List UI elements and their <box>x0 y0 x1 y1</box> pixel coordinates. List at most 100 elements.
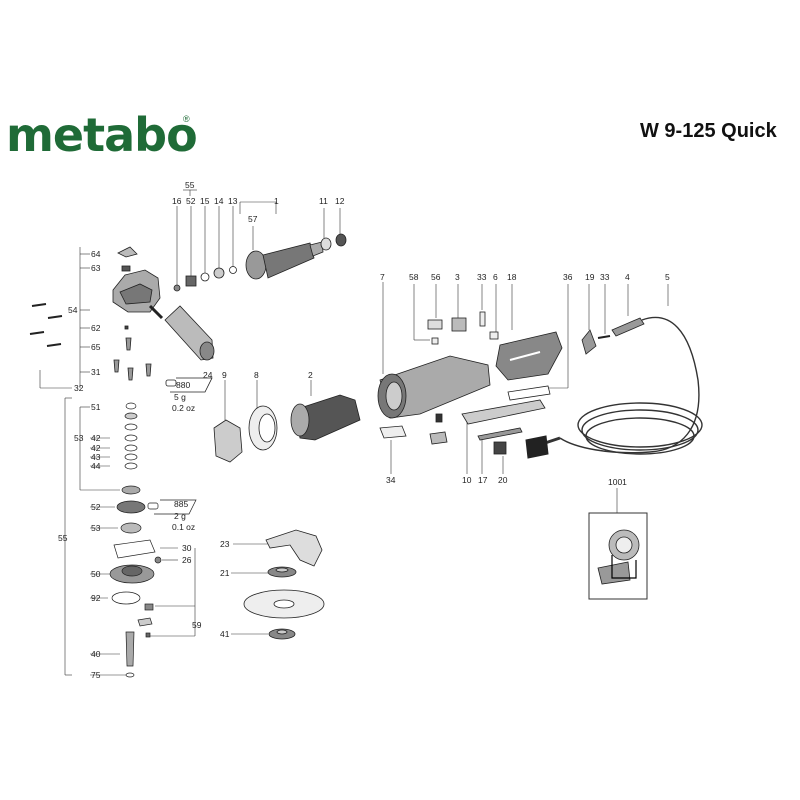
label-59: 59 <box>192 620 202 630</box>
handle-thread <box>148 304 164 320</box>
label-33a: 33 <box>477 272 487 282</box>
guard-assembly <box>243 529 325 640</box>
screw-4 <box>46 343 62 347</box>
label-20: 20 <box>498 475 508 485</box>
label-50: 50 <box>91 569 101 579</box>
label-41: 41 <box>220 629 230 639</box>
label-31: 31 <box>91 367 101 377</box>
model-title: W 9-125 Quick <box>640 120 777 142</box>
detail-wire <box>611 555 637 579</box>
part-33a <box>479 311 486 327</box>
label-24: 24 <box>203 370 213 380</box>
label-42a: 42 <box>91 433 101 443</box>
grinding-disc-hole <box>273 599 295 609</box>
registered-mark: ® <box>183 114 190 124</box>
part-31a <box>113 359 120 373</box>
label-75: 75 <box>91 670 101 680</box>
grease-tag-885 <box>154 499 197 515</box>
part-62 <box>124 325 129 330</box>
end-cap <box>495 331 563 381</box>
carbon-brush <box>435 413 443 423</box>
armature-commutator <box>309 241 324 257</box>
part-40-spindle <box>125 631 135 667</box>
label-34 <box>379 425 407 439</box>
grease-tube-885 <box>147 502 159 510</box>
part-26 <box>154 556 162 564</box>
label-30: 30 <box>182 543 192 553</box>
wheel-guard-23 <box>265 529 323 567</box>
label-885: 885 <box>174 499 188 509</box>
label-18: 18 <box>507 272 517 282</box>
label-36: 36 <box>563 272 573 282</box>
part-64 <box>117 246 138 258</box>
stack-washer-1 <box>124 412 138 420</box>
label-885-oz: 0.1 oz <box>172 522 195 532</box>
bearing-plate-9 <box>213 419 243 463</box>
label-17: 17 <box>478 475 488 485</box>
stator <box>293 394 361 441</box>
label-51: 51 <box>91 402 101 412</box>
fan-guide-inner <box>258 413 276 443</box>
power-cord <box>541 316 703 455</box>
label-10: 10 <box>462 475 472 485</box>
label-1: 1 <box>274 196 279 206</box>
brush-holder <box>429 431 448 445</box>
screw-1 <box>31 303 47 307</box>
label-65: 65 <box>91 342 101 352</box>
stack-washer-2 <box>124 423 138 431</box>
label-4: 4 <box>625 272 630 282</box>
label-42b: 42 <box>91 443 101 453</box>
part-92-oring <box>111 591 141 605</box>
power-plug <box>525 435 549 459</box>
part-59c <box>145 632 151 638</box>
label-40: 40 <box>91 649 101 659</box>
stack-nut <box>121 485 141 495</box>
handle-end <box>199 341 215 361</box>
label-92: 92 <box>91 593 101 603</box>
part-63 <box>121 265 131 272</box>
label-23: 23 <box>220 539 230 549</box>
label-53-left: 53 <box>74 433 84 443</box>
label-44: 44 <box>91 461 101 471</box>
part-13 <box>229 266 237 274</box>
part-31c <box>145 363 152 377</box>
part-16 <box>173 284 181 292</box>
label-16: 16 <box>172 196 182 206</box>
labels: 55 16 52 15 14 13 1 57 11 12 64 63 54 62… <box>58 180 670 680</box>
flange-21-hub <box>275 567 289 573</box>
part-31b <box>127 367 134 381</box>
label-64: 64 <box>91 249 101 259</box>
parts <box>29 233 645 463</box>
part-30-gasket <box>113 539 156 559</box>
part-59b <box>137 617 153 627</box>
label-52-top: 52 <box>186 196 196 206</box>
label-12: 12 <box>335 196 345 206</box>
clamping-nut-hub <box>276 629 288 635</box>
label-1001: 1001 <box>608 477 627 487</box>
label-5: 5 <box>665 272 670 282</box>
label-55-left: 55 <box>58 533 68 543</box>
cable-clamp-19 <box>581 329 597 355</box>
end-cap-slot <box>509 351 541 361</box>
gear-head-detail <box>119 283 153 305</box>
part-12 <box>335 233 347 247</box>
part-59a <box>144 603 154 611</box>
screw-2 <box>47 315 63 319</box>
part-44 <box>124 462 138 470</box>
part-53 <box>120 522 142 534</box>
label-9: 9 <box>222 370 227 380</box>
label-43: 43 <box>91 452 101 462</box>
label-13: 13 <box>228 196 238 206</box>
label-15: 15 <box>200 196 210 206</box>
label-56: 56 <box>431 272 441 282</box>
part-42b <box>124 444 138 452</box>
part-52b-gear <box>116 500 146 514</box>
label-11: 11 <box>319 196 328 206</box>
label-3: 3 <box>455 272 460 282</box>
label-52-left: 52 <box>91 502 101 512</box>
part-6 <box>489 331 499 340</box>
label-34: 34 <box>386 475 396 485</box>
part-75 <box>125 672 135 678</box>
label-2: 2 <box>308 370 313 380</box>
